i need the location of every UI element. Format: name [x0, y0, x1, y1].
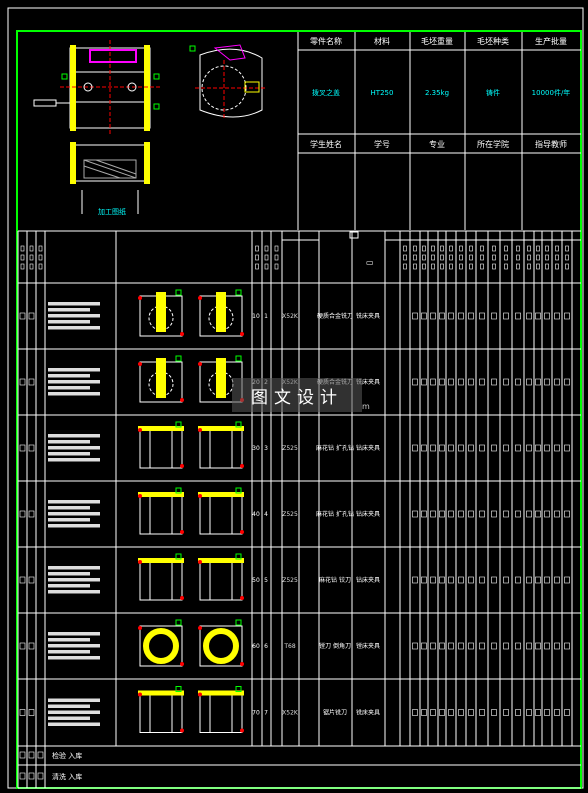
- header-value-batch: 10000件/年: [532, 88, 571, 97]
- header-label-part-name: 零件名称: [310, 36, 342, 46]
- step-no: 40: [252, 511, 260, 518]
- step-equipment: Z525: [282, 445, 298, 452]
- header-labels: 零件名称 材料 毛坯重量 毛坯种类 生产批量: [310, 36, 567, 46]
- process-table-grid: [17, 230, 581, 789]
- step-fixture: 铣床夹具: [356, 312, 380, 320]
- step-equipment: X52K: [282, 313, 299, 320]
- step-equipment: Z525: [282, 511, 298, 518]
- step-tools: 麻花钻 铰刀: [319, 576, 351, 584]
- header-values: 拨叉之盖 HT250 2.35kg 铸件 10000件/年: [312, 88, 570, 97]
- watermark-box: 图文设计: [232, 378, 362, 412]
- step-fixture: 铣床夹具: [356, 709, 380, 717]
- step-equipment: Z525: [282, 577, 298, 584]
- part-section-view: [70, 142, 150, 214]
- step-equipment: X52K: [282, 710, 299, 717]
- header-block: [297, 32, 581, 230]
- label-major: 专业: [429, 139, 445, 149]
- step-tools: 硬质合金铣刀: [317, 312, 353, 320]
- part-side-view: [189, 44, 265, 118]
- step-fixture: 钻床夹具: [356, 444, 380, 452]
- header-value-material: HT250: [371, 89, 394, 97]
- header-value-blank-type: 铸件: [486, 88, 500, 97]
- step-seq: 6: [264, 643, 268, 650]
- header-value-part-name: 拨叉之盖: [312, 88, 340, 97]
- step-fixture: 铣床夹具: [356, 378, 380, 386]
- step-no: 50: [252, 577, 260, 584]
- header-value-blank-weight: 2.35kg: [425, 89, 449, 97]
- step-seq: 1: [264, 313, 268, 320]
- header-label-blank-weight: 毛坯重量: [421, 36, 453, 46]
- label-advisor: 指导教师: [535, 139, 567, 149]
- process-table-header: ▭: [349, 231, 374, 267]
- step-no: 10: [252, 313, 260, 320]
- step-equipment: T68: [283, 643, 295, 650]
- watermark-sub: m: [362, 402, 370, 411]
- label-student-name: 学生姓名: [310, 139, 342, 149]
- step-no: 60: [252, 643, 260, 650]
- step-seq: 3: [264, 445, 268, 452]
- footer-row-text: 检验 入库: [52, 751, 82, 760]
- header-label-batch: 生产批量: [535, 36, 567, 46]
- header-mid-symbol: ▭: [366, 258, 374, 267]
- student-labels: 学生姓名 学号 专业 所在学院 指导教师: [310, 139, 567, 149]
- process-sketches: [19, 289, 570, 780]
- step-tools: 镗刀 倒角刀: [319, 642, 351, 650]
- step-fixture: 钻床夹具: [356, 510, 380, 518]
- step-no: 30: [252, 445, 260, 452]
- step-tools: 麻花钻 扩孔钻: [316, 510, 354, 518]
- step-seq: 5: [264, 577, 268, 584]
- step-fixture: 钻床夹具: [356, 576, 380, 584]
- label-student-id: 学号: [374, 139, 390, 149]
- step-tools: 锯片铣刀: [323, 709, 347, 717]
- part-sketch-caption: 加工图纸: [98, 207, 126, 216]
- step-fixture: 镗床夹具: [356, 642, 380, 650]
- part-front-view: [33, 40, 160, 135]
- header-label-material: 材料: [374, 36, 390, 46]
- step-no: 70: [252, 710, 260, 717]
- step-seq: 7: [264, 710, 268, 717]
- label-college: 所在学院: [477, 139, 509, 149]
- watermark-text: 图文设计: [251, 387, 343, 408]
- step-seq: 4: [264, 511, 268, 518]
- footer-row-text: 清洗 入库: [52, 772, 82, 781]
- header-label-blank-type: 毛坯种类: [477, 36, 509, 46]
- step-tools: 麻花钻 扩孔钻: [316, 444, 354, 452]
